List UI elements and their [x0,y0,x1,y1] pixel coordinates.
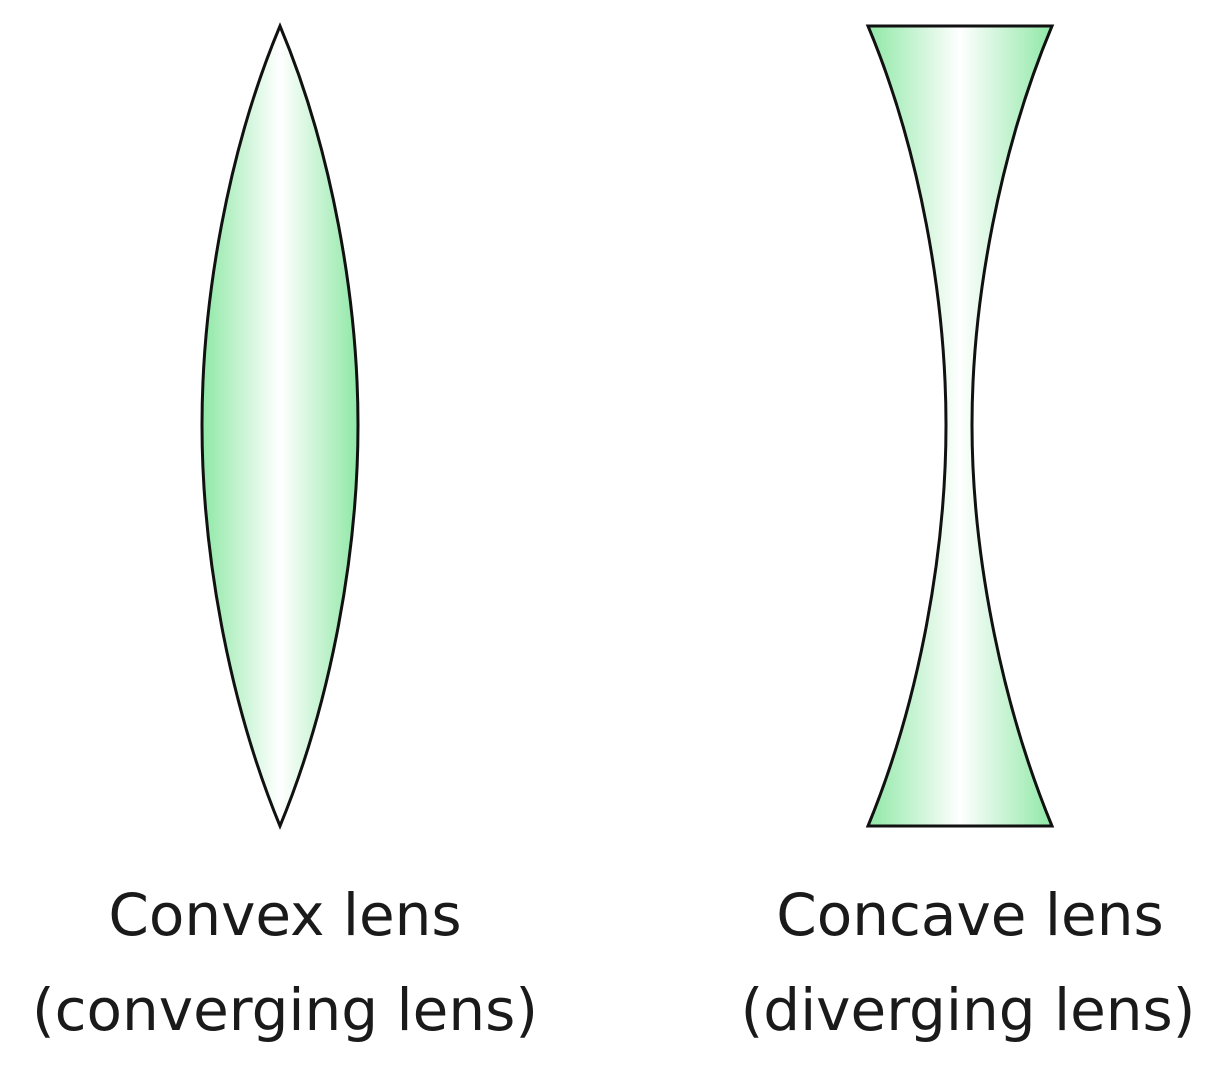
concave-lens-shape [865,24,1055,828]
concave-lens-caption-line2: (diverging lens) [741,976,1196,1044]
convex-lens-shape [200,22,360,830]
concave-lens-caption-line1: Concave lens [776,881,1163,949]
convex-lens-caption-line1: Convex lens [108,881,461,949]
concave-lens: Concave lens (diverging lens) [741,24,1196,1044]
convex-lens-caption-line2: (converging lens) [32,976,538,1044]
convex-lens: Convex lens (converging lens) [32,22,538,1044]
